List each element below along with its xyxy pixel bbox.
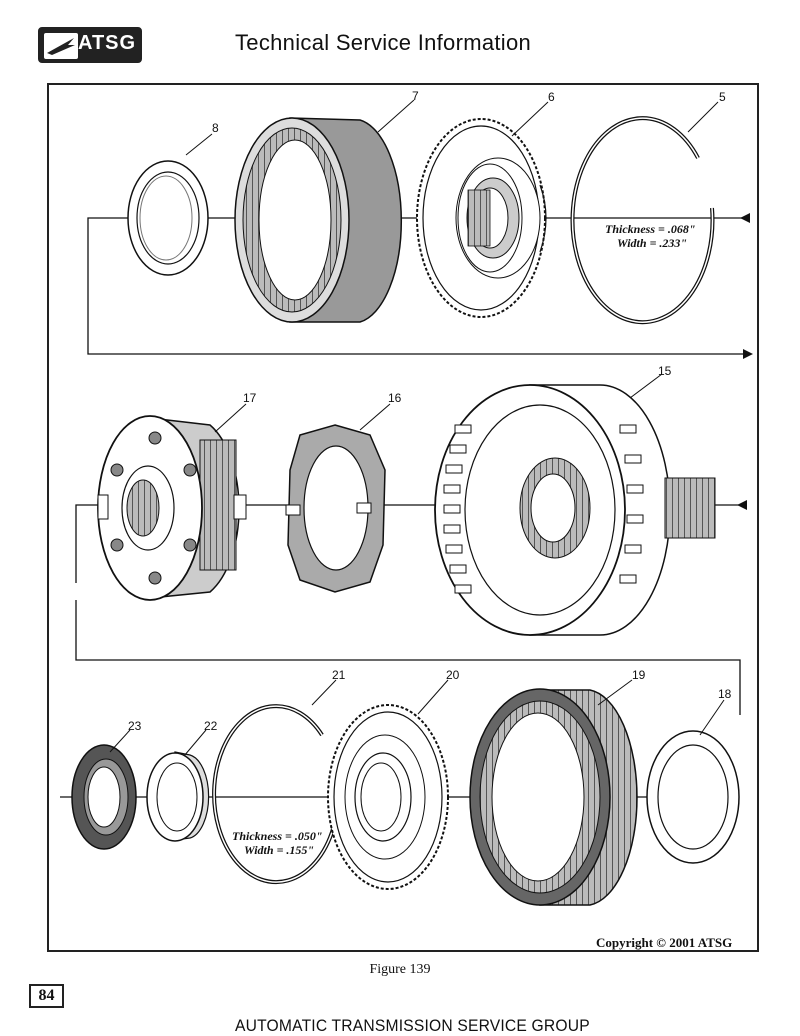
- part-7-ring-gear: [234, 117, 403, 323]
- callout-8: 8: [212, 121, 219, 135]
- callout-18: 18: [718, 687, 732, 701]
- part-21-snap-ring: [212, 704, 341, 885]
- part-17-carrier: [97, 415, 247, 601]
- part-15-clutch-drum: [434, 384, 716, 636]
- part-23-seal: [71, 744, 137, 850]
- callout-15: 15: [658, 364, 672, 378]
- copyright-notice: Copyright © 2001 ATSG: [596, 935, 733, 950]
- figure-caption: Figure 139: [369, 962, 431, 977]
- figure-frame: [47, 83, 759, 952]
- part-8-washer: [127, 160, 209, 276]
- logo-text: ATSG: [78, 32, 137, 54]
- callout-19: 19: [632, 668, 646, 682]
- callout-23: 23: [128, 719, 142, 733]
- spec-5-width: Width = .233": [617, 236, 687, 250]
- spec-5-thickness: Thickness = .068": [605, 222, 696, 236]
- page-title: Technical Service Information: [235, 30, 532, 55]
- part-18-washer: [646, 730, 740, 864]
- part-20-reaction-shell: [327, 704, 449, 890]
- callout-21: 21: [332, 668, 346, 682]
- part-6-sun-gear-shell: [416, 118, 547, 318]
- callout-20: 20: [446, 668, 460, 682]
- part-5-snap-ring: [570, 116, 715, 325]
- callout-17: 17: [243, 391, 257, 405]
- callout-7: 7: [412, 89, 419, 103]
- spec-21-thickness: Thickness = .050": [232, 829, 323, 843]
- callout-22: 22: [204, 719, 218, 733]
- callout-6: 6: [548, 90, 555, 104]
- page-number: 84: [29, 984, 64, 1008]
- spec-21-width: Width = .155": [244, 843, 314, 857]
- atsg-logo: ATSG: [38, 27, 142, 63]
- callout-16: 16: [388, 391, 402, 405]
- logo-mark-icon: [44, 33, 78, 59]
- part-22-bushing: [146, 751, 210, 842]
- part-19-ring-gear: [469, 688, 638, 906]
- callout-5: 5: [719, 90, 726, 104]
- part-16-sprag: [285, 424, 386, 593]
- footer-org-name: AUTOMATIC TRANSMISSION SERVICE GROUP: [235, 1016, 590, 1035]
